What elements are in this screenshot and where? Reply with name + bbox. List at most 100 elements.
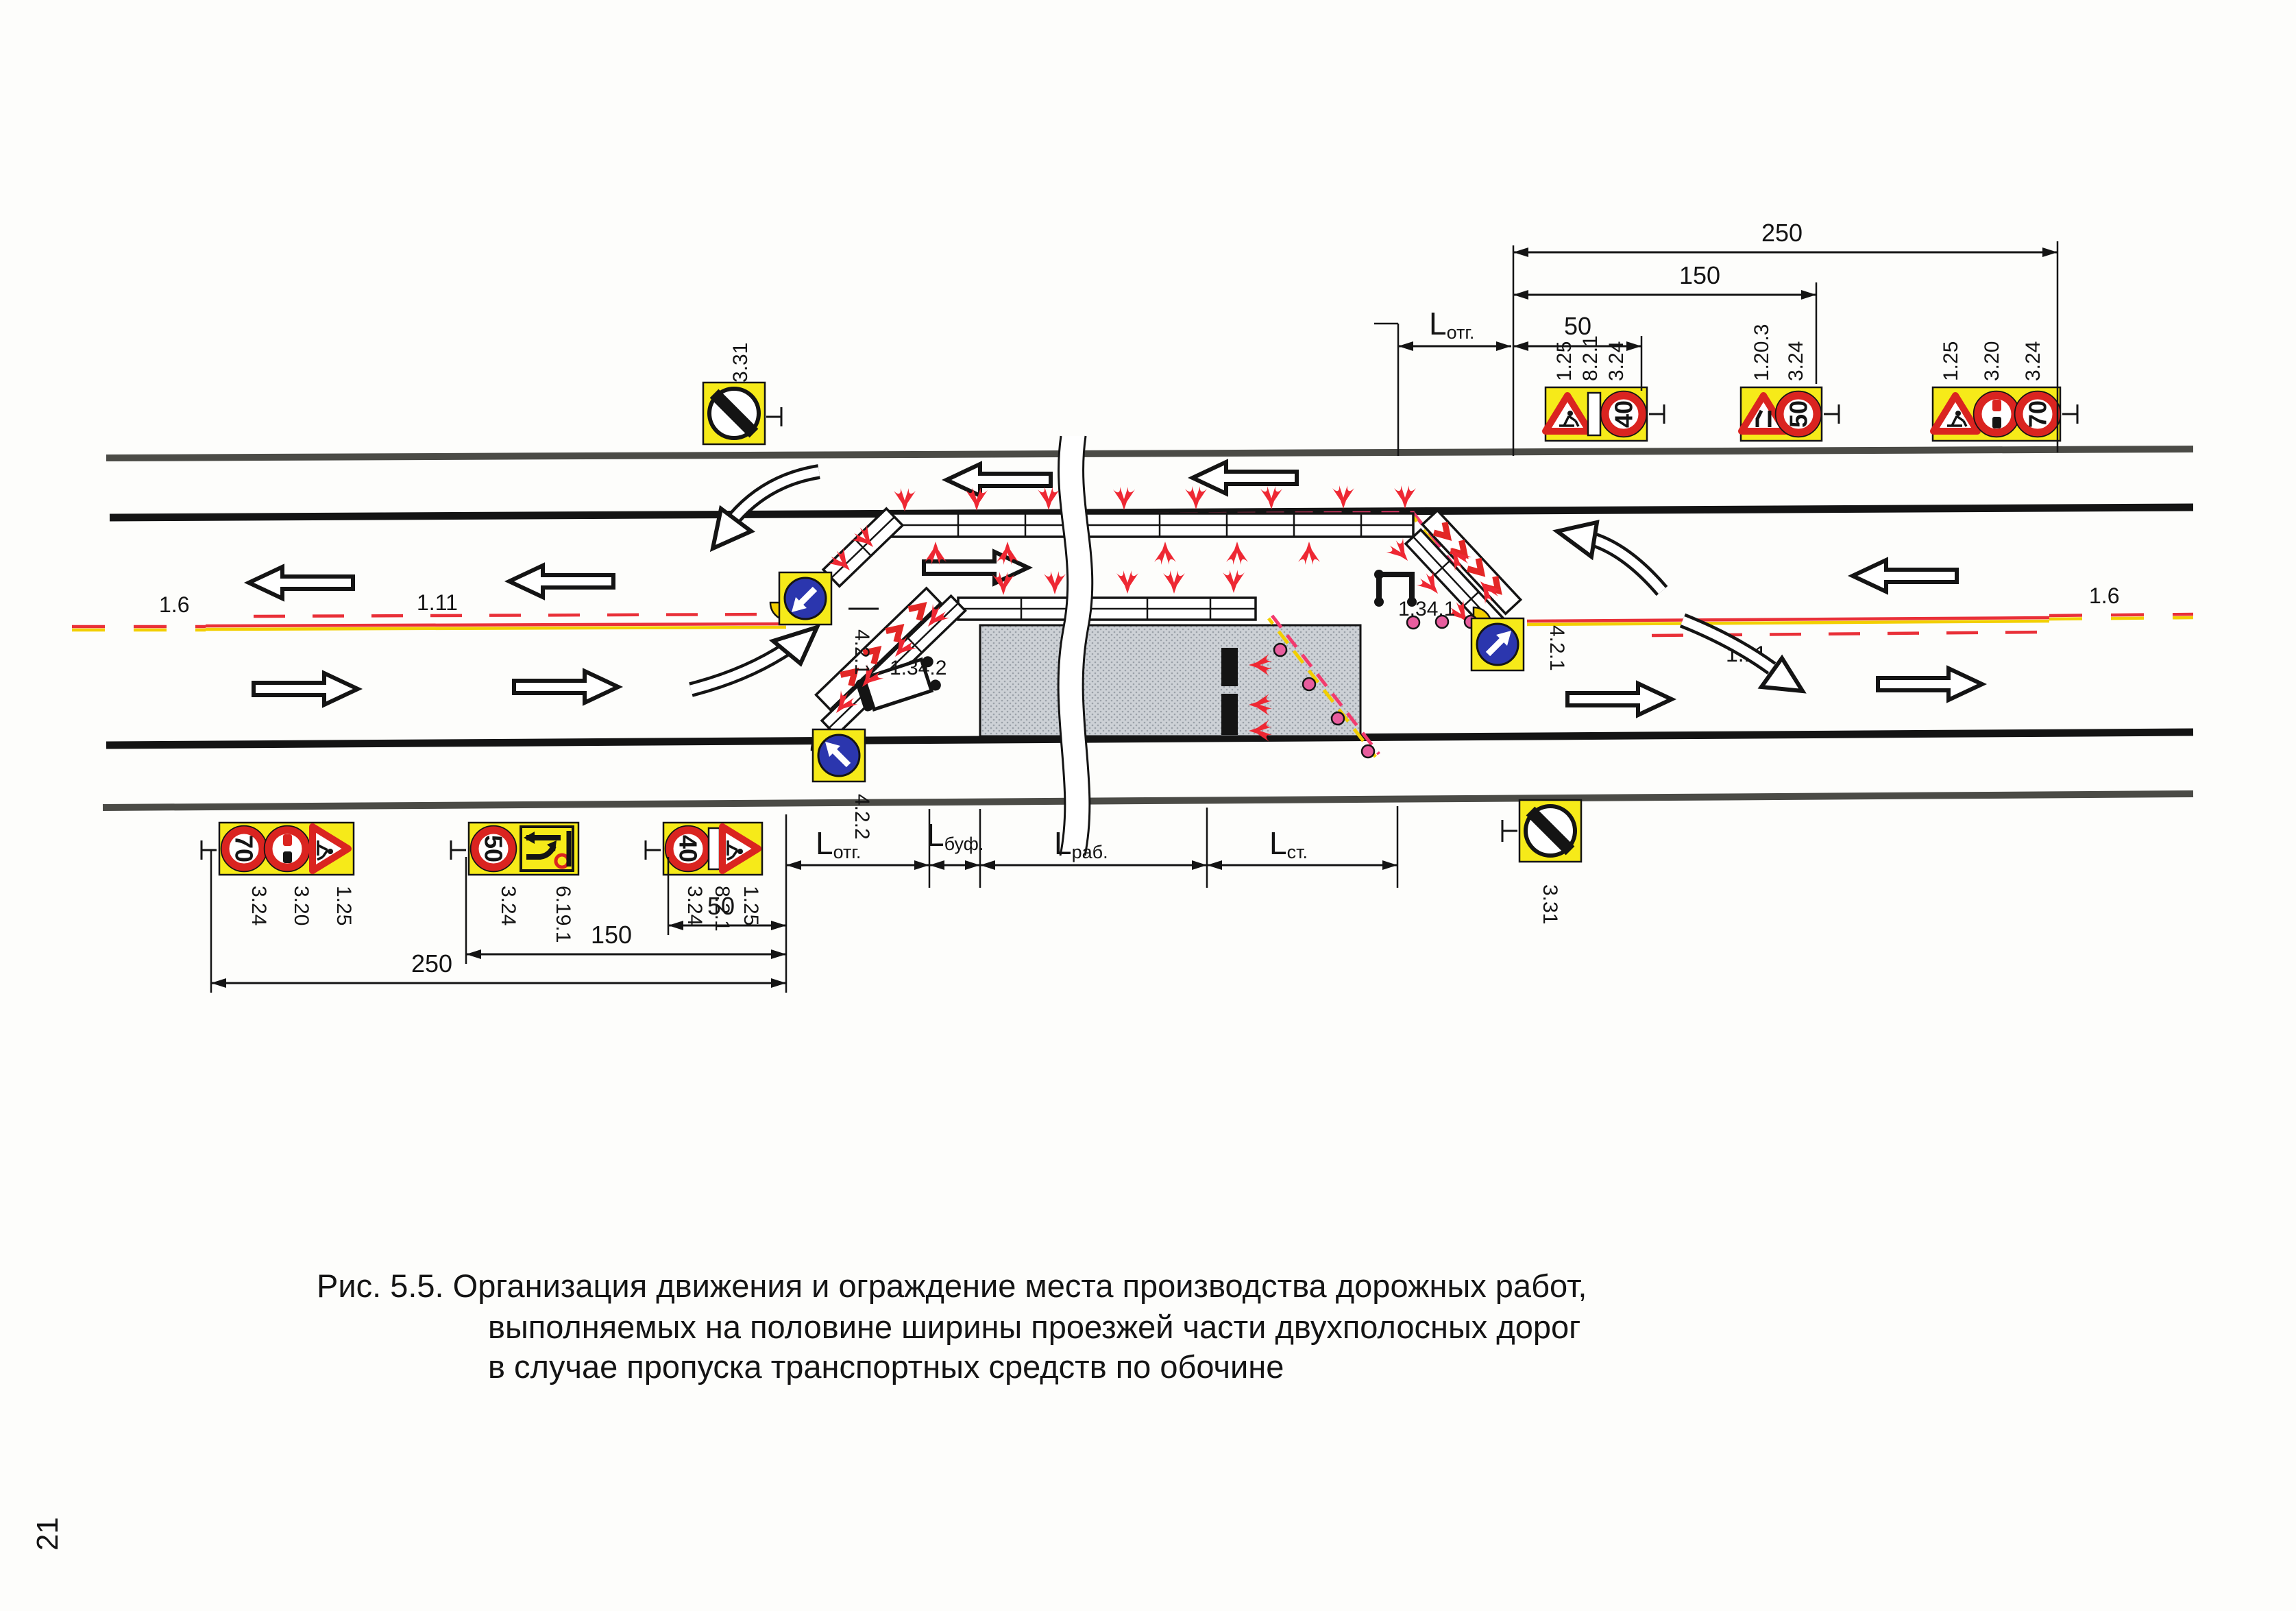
label-4.2.2: 4.2.2 [851, 794, 873, 840]
dim-bottom-50: 50 [707, 892, 735, 920]
speed-value: 50 [1785, 400, 1813, 428]
bot-g3-label-1: 3.24 [683, 886, 706, 925]
right-arrow [514, 671, 618, 703]
speed-value: 50 [480, 835, 508, 862]
top-g3-label-1: 1.25 [1940, 341, 1962, 381]
dim-bottom-150: 150 [591, 921, 632, 949]
bot-g1-label-1: 3.24 [247, 886, 270, 925]
barrier-taper-lower-left [814, 586, 967, 738]
sign-4.2-detour-arrow-icon [779, 572, 831, 625]
sign-3.31-end-of-restrictions-icon [703, 383, 765, 444]
top-g3-label-2: 3.20 [1981, 341, 2003, 381]
curved-arrow-top-left [709, 464, 820, 553]
caption-line-2: выполняемых на половине ширины проезжей … [488, 1309, 1580, 1345]
left-arrow-shoulder [1193, 462, 1297, 494]
sign-3.20-no-overtaking-icon [1974, 391, 2019, 437]
top-g2-label-2: 3.24 [1785, 341, 1807, 381]
bot-g3-label-3: 1.25 [740, 886, 762, 925]
right-arrow [1878, 668, 1982, 700]
dim-l-st: Lст. [1269, 825, 1308, 862]
equipment-bar [1221, 648, 1238, 686]
right-arrow [1567, 683, 1672, 715]
left-arrow [509, 566, 613, 597]
bottom-sign-groups: 70 3.24 3.20 1.25 50 3.24 6.19. [200, 821, 764, 943]
marking-1.11-right [1526, 616, 2050, 638]
bottom-sign-group-3: 40 [663, 821, 764, 876]
sign-8.2.1-plaque-icon [1587, 391, 1602, 437]
label-4.2.1-left: 4.2.1 [851, 629, 873, 675]
dim-bottom-250: 250 [411, 949, 452, 978]
sign-4.2-detour-arrow-icon [1471, 618, 1524, 670]
dim-top-150: 150 [1679, 261, 1720, 289]
sign-3.31-end-of-restrictions-icon [1519, 800, 1581, 862]
sign-4.2.2 [813, 729, 865, 782]
dim-top-l-otg: Lотг. [1429, 306, 1474, 343]
label-3.31-bottom: 3.31 [1539, 884, 1561, 924]
dim-l-otg: Lотг. [816, 825, 861, 862]
caption-line-1: Рис. 5.5. Организация движения и огражде… [317, 1268, 1587, 1304]
sign-8.2.1-plaque-icon [707, 827, 721, 871]
bottom-sign-group-1: 70 [219, 821, 355, 876]
speed-value: 70 [230, 835, 258, 862]
bot-g2-label-2: 6.19.1 [552, 886, 574, 943]
marking-1.6-left [72, 625, 206, 632]
chevron-board-1.34.2 [840, 602, 927, 687]
barrier-taper-upper-left [821, 507, 905, 588]
speed-value: 40 [674, 835, 703, 862]
carriageway-edge-bottom [106, 728, 2194, 749]
shoulder-edge-top [106, 446, 2194, 461]
top-g1-label-2: 8.2.1 [1579, 335, 1602, 381]
sign-4.2.1-left [779, 572, 831, 625]
dim-top-250: 250 [1761, 219, 1803, 247]
sign-3.31-bottom [1519, 800, 1581, 862]
sign-6.19.1-lane-shift-icon [520, 825, 574, 872]
dim-l-rab: Lраб. [1054, 825, 1108, 862]
sign-stand [1374, 570, 1417, 607]
top-g3-label-3: 3.24 [2022, 341, 2044, 381]
marking-label-1.6-right: 1.6 [2089, 583, 2119, 608]
bottom-sign-group-2: 50 [469, 821, 580, 876]
chevron-board-1.34.1 [1432, 522, 1502, 595]
work-zone: 4.2.1 4.2.1 4.2.2 1.34.2 1.34.1 [769, 435, 1568, 856]
bot-g1-label-3: 1.25 [332, 886, 355, 925]
sign-4.2-detour-arrow-icon [813, 729, 865, 782]
figure-caption: Рис. 5.5. Организация движения и огражде… [317, 1268, 1587, 1385]
equipment-bar [1221, 694, 1238, 735]
top-sign-group-3: 70 [1933, 386, 2060, 442]
bottom-center-dimensions: Lотг. Lбуф. Lраб. Lст. [786, 806, 1399, 888]
speed-value: 40 [1610, 400, 1638, 428]
bottom-left-dimensions: 50 150 250 [210, 814, 787, 993]
top-sign-groups: 40 1.25 8.2.1 3.24 50 1.20.3 3.24 70 1.2… [1546, 324, 2079, 442]
label-1.34.2: 1.34.2 [890, 657, 947, 679]
barrier-row-top [890, 512, 1415, 538]
top-sign-group-2: 50 [1741, 386, 1822, 442]
left-arrow-shoulder [947, 464, 1051, 496]
break-line [1057, 435, 1094, 856]
sign-3.20-no-overtaking-icon [265, 826, 310, 871]
dim-l-buf: Lбуф. [927, 817, 984, 854]
bot-g1-label-2: 3.20 [290, 886, 313, 925]
sign-3.31-top [703, 383, 765, 444]
caption-line-3: в случае пропуска транспортных средств п… [488, 1348, 1284, 1385]
dim-top-50: 50 [1564, 312, 1591, 340]
work-area [979, 624, 1362, 738]
marking-1.6-right [2049, 612, 2194, 621]
marking-label-1.6-left: 1.6 [159, 592, 189, 617]
page-number: 21 [31, 1517, 64, 1551]
barrier-row-middle [957, 596, 1257, 621]
top-sign-group-1: 40 [1546, 386, 1647, 442]
label-3.31-top: 3.31 [729, 343, 752, 383]
right-arrow [254, 673, 358, 705]
speed-value: 70 [2024, 400, 2052, 428]
curved-arrow-right-return [1679, 613, 1807, 694]
label-1.34.1: 1.34.1 [1398, 598, 1455, 620]
road-machine [855, 656, 941, 712]
marking-label-1.11-left: 1.11 [417, 590, 458, 615]
top-g2-label-1: 1.20.3 [1750, 324, 1773, 381]
marking-1.11-left [205, 612, 787, 631]
bot-g2-label-1: 3.24 [497, 886, 520, 925]
label-4.2.1-right: 4.2.1 [1546, 625, 1568, 671]
shoulder-edge-bottom [102, 790, 2194, 811]
